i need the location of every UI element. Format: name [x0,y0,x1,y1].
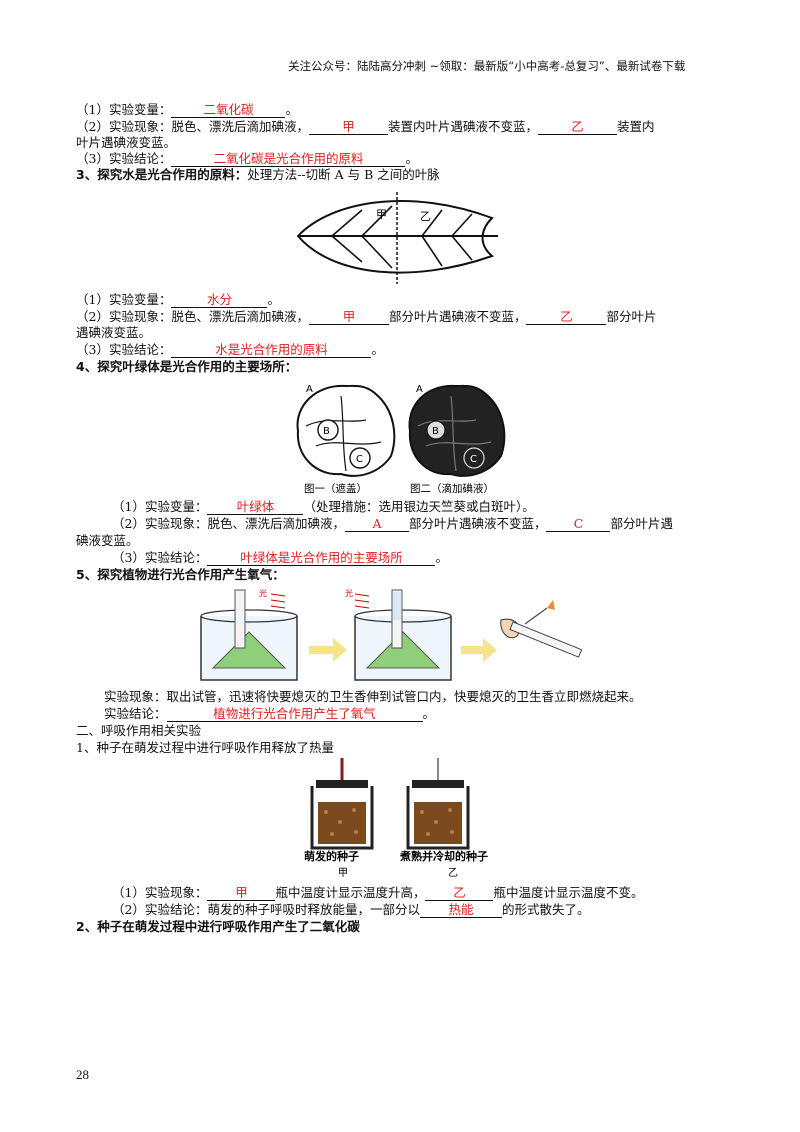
s2-observation-line-2: 叶片遇碘液变蓝。 [76,135,177,150]
mark-b-2: B [432,426,439,437]
answer-blank: 甲 [308,119,388,135]
jar2-label: 乙 [448,867,458,878]
mark-a-2: A [416,384,423,395]
note: （处理措施：选用银边天竺葵或白斑叶）。 [303,499,535,514]
answer-blank: 乙 [425,885,494,901]
answer-blank: 乙 [537,119,617,135]
text: 装置内叶片遇碘液不变蓝， [387,119,538,134]
s4-conclusion-line: （3）实验结论：叶绿体是光合作用的主要场所。 [112,550,448,566]
part2-title: 二、呼吸作用相关实验 [76,723,202,738]
seed-jars-figure: 萌发的种子 甲 煮熟并冷却的种子 乙 [304,758,488,878]
s3-title-line: 3、探究水是光合作用的原料：处理方法--切断 A 与 B 之间的叶脉 [76,167,440,183]
label: （2）实验现象：脱色、漂洗后滴加碘液， [112,516,345,531]
mark-b: B [323,426,330,437]
oxygen-experiment-figure: 光 光 [200,588,583,681]
answer-blank: 热能 [419,902,502,918]
label: （2）实验现象：脱色、漂洗后滴加碘液， [76,119,309,134]
answer-blank: 乙 [526,309,607,325]
answer-blank: 水是光合作用的原料 [171,342,372,358]
answer-blank: 植物进行光合作用产生了氧气 [166,706,423,722]
text: 部分叶片遇碘液不变蓝， [388,309,527,324]
light-label-2: 光 [345,588,353,598]
s3-observation-line: （2）实验现象：脱色、漂洗后滴加碘液，甲部分叶片遇碘液不变蓝，乙部分叶片 [76,309,657,325]
mark-c: C [356,454,363,465]
text: 的形式散失了。 [501,902,590,917]
answer-blank: 甲 [207,885,276,901]
section-note: 处理方法--切断 A 与 B 之间的叶脉 [247,167,440,182]
answer-blank: A [344,516,409,532]
fig1-caption: 图一（遮盖） [304,482,367,495]
jar1-label: 甲 [338,868,348,878]
text: 瓶中温度计显示温度升高， [275,885,426,900]
label: （2）实验现象：脱色、漂洗后滴加碘液， [76,309,309,324]
label: （2）实验结论：萌发的种子呼吸时释放能量，一部分以 [112,902,420,917]
s5-title: 5、探究植物进行光合作用产生氧气： [76,567,285,582]
label: 实验结论： [104,706,167,721]
answer-blank: 甲 [308,309,389,325]
label: （1）实验变量： [76,292,172,307]
label: （3）实验结论： [76,151,172,166]
s4-observation-line-2: 碘液变蓝。 [76,533,139,548]
label: （1）实验现象： [112,885,208,900]
text: 部分叶片遇碘液不变蓝， [408,516,547,531]
s3-variable-line: （1）实验变量：水分。 [76,292,280,308]
s2-conclusion-line: （3）实验结论：二氧化碳是光合作用的原料。 [76,151,418,167]
answer-blank: C [546,516,611,532]
s2-variable-line: （1）实验变量：二氧化碳。 [76,102,298,118]
jar1-caption: 萌发的种子 [304,849,359,863]
s4-title: 4、探究叶绿体是光合作用的主要场所： [76,359,298,374]
light-label: 光 [259,588,267,598]
leaf-chloroplast-figure: A B C A B C 图一（遮盖） 图二（滴加碘液） [296,384,506,495]
s2-observation-line: （2）实验现象：脱色、漂洗后滴加碘液，甲装置内叶片遇碘液不变蓝，乙装置内 [76,119,655,135]
part2-conclusion-line: （2）实验结论：萌发的种子呼吸时释放能量，一部分以热能的形式散失了。 [112,902,589,918]
fig2-caption: 图二（滴加碘液） [410,482,494,495]
text: 瓶中温度计显示温度不变。 [493,885,644,900]
jar2-caption: 煮熟并冷却的种子 [399,849,488,863]
text: 部分叶片遇 [610,516,673,531]
s5-conclusion-line: 实验结论：植物进行光合作用产生了氧气。 [104,706,436,722]
part2-s1-title: 1、种子在萌发过程中进行呼吸作用释放了热量 [76,740,334,755]
s4-variable-line: （1）实验变量：叶绿体（处理措施：选用银边天竺葵或白斑叶）。 [112,499,535,515]
s5-observation-line: 实验现象：取出试管，迅速将快要熄灭的卫生香伸到试管口内，快要熄灭的卫生香立即燃烧… [104,689,642,704]
label: （1）实验变量： [76,102,172,117]
part2-observation-line: （1）实验现象：甲瓶中温度计显示温度升高，乙瓶中温度计显示温度不变。 [112,885,644,901]
text: 部分叶片 [606,309,657,324]
label: （1）实验变量： [112,499,208,514]
section-title: 3、探究水是光合作用的原料： [76,167,248,182]
answer-blank: 水分 [171,292,268,308]
s3-conclusion-line: （3）实验结论：水是光合作用的原料。 [76,342,384,358]
label: （3）实验结论： [112,550,208,565]
leaf-label-yi: 乙 [420,210,431,223]
answer-blank: 叶绿体是光合作用的主要场所 [207,550,436,566]
answer-blank: 叶绿体 [207,499,304,515]
mark-c-2: C [470,454,477,465]
page-number: 28 [76,1067,89,1082]
answer-blank: 二氧化碳 [171,102,286,118]
part2-s2-title: 2、种子在萌发过程中进行呼吸作用产生了二氧化碳 [76,919,360,934]
leaf-vein-figure: 甲 乙 [292,188,504,288]
s3-observation-line-2: 遇碘液变蓝。 [76,325,152,340]
answer-blank: 二氧化碳是光合作用的原料 [171,151,406,167]
mark-a: A [306,384,313,395]
text: 装置内 [616,119,655,134]
label: （3）实验结论： [76,342,172,357]
leaf-label-jia: 甲 [376,208,387,221]
page-header: 关注公众号：陆陆高分冲刺 ~领取：最新版“小中高考-总复习”、最新试卷下载 [288,59,686,73]
